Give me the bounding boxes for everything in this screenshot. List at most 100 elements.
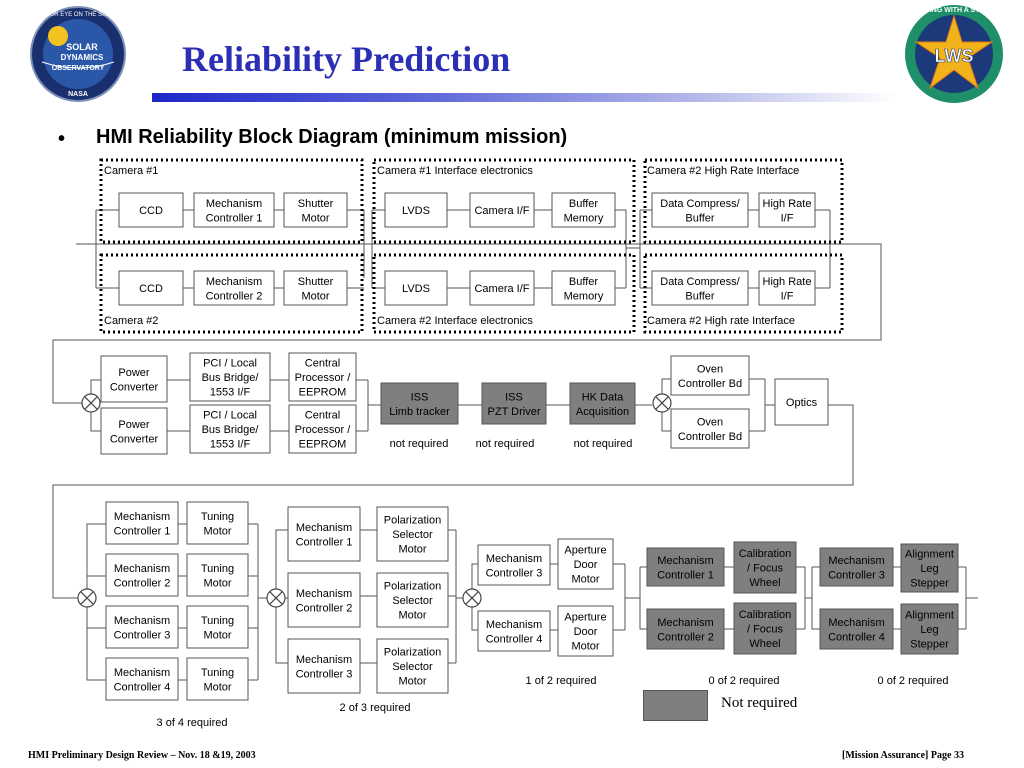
cal-mech-ctrl-text: Mechanism [657, 555, 713, 567]
page-title: Reliability Prediction [182, 39, 511, 79]
buffer-memory-row1-text: Buffer [569, 198, 598, 210]
align-mech-ctrl-text: Controller 3 [828, 569, 885, 581]
aperture-door-motor-frame [557, 605, 614, 657]
buffer-memory-row2-text: Memory [564, 290, 604, 302]
dotted-group-frame [643, 158, 844, 244]
pol-mech-ctrl-frame [287, 572, 361, 628]
grey-block-frame [569, 382, 636, 425]
central-processor-text: Central [305, 358, 340, 370]
power-converter-text: Converter [110, 381, 159, 393]
bullet-marker: • [58, 128, 66, 150]
oven-controller-frame [670, 408, 750, 449]
ccd-row1-text: CCD [139, 205, 163, 217]
aperture-door-motor-text: Aperture [564, 612, 606, 624]
camera-if-row2-text: Camera I/F [474, 283, 529, 295]
pol-mech-ctrl-text: Mechanism [296, 654, 352, 666]
central-processor-frame [288, 352, 357, 402]
note-tuning: 3 of 4 required [157, 717, 228, 729]
pci-bridge-text: Bus Bridge/ [202, 372, 260, 384]
align-leg-stepper-text: Stepper [910, 639, 949, 651]
redundancy-node-icon [652, 393, 672, 413]
cal-mech-ctrl-text: Mechanism [657, 617, 713, 629]
high-rate-if-row1-text: High Rate [763, 198, 812, 210]
cal-mech-ctrl-frame [646, 547, 725, 587]
redundancy-node-icon [462, 588, 482, 608]
pol-selector-motor-text: Polarization [384, 647, 441, 659]
tuning-mech-ctrl-frame [105, 657, 179, 701]
note-polarization: 2 of 3 required [340, 702, 411, 714]
align-mech-ctrl-frame [819, 608, 894, 650]
high-rate-if-row1-text: I/F [781, 212, 794, 224]
pol-selector-motor-text: Selector [392, 595, 433, 607]
tuning-mech-ctrl-frame [105, 553, 179, 597]
redundancy-node-icon [81, 393, 101, 413]
buffer-memory-row2-text: Buffer [569, 276, 598, 288]
group-label-cam2-interface: Camera #2 Interface electronics [377, 315, 533, 327]
oven-controller-text: Controller Bd [678, 431, 742, 443]
aperture-door-motor-text: Door [574, 559, 598, 571]
data-compress-row2-text: Data Compress/ [660, 276, 740, 288]
sdo-logo-bottom: NASA [68, 91, 88, 98]
grey-block-frame [481, 382, 547, 425]
tuning-motor-frame [186, 605, 249, 649]
mech-ctrl-row1-text: Mechanism [206, 198, 262, 210]
pci-bridge-text: 1553 I/F [210, 439, 251, 451]
mech-ctrl-row2-text: Controller 2 [206, 290, 263, 302]
buffer-memory-row1-text: Memory [564, 212, 604, 224]
data-compress-row1: Data Compress/Buffer [651, 192, 749, 228]
grey-block-text: PZT Driver [488, 406, 541, 418]
tuning-mech-ctrl-text: Controller 1 [114, 525, 171, 537]
tuning-motor-text: Tuning [201, 563, 234, 575]
grey-block-text: HK Data [582, 391, 624, 403]
pci-bridge-text: PCI / Local [203, 410, 257, 422]
connector-lines [52, 209, 978, 681]
lws-logo: LIVING WITH A STAR LWS [905, 5, 1003, 103]
cal-mech-ctrl-text: Controller 1 [657, 569, 714, 581]
pol-mech-ctrl-text: Mechanism [296, 588, 352, 600]
camera-if-row1-text: Camera I/F [474, 205, 529, 217]
align-leg-stepper-frame [900, 543, 959, 593]
high-rate-if-row1-frame [758, 192, 816, 228]
door-mech-ctrl-text: Controller 4 [486, 633, 543, 645]
cal-mech-ctrl-frame [646, 608, 725, 650]
data-compress-row1-text: Data Compress/ [660, 198, 740, 210]
note-alignment: 0 of 2 required [878, 675, 949, 687]
tuning-motor-text: Motor [203, 525, 231, 537]
ccd-row2-frame [118, 270, 184, 306]
lvds-row2-frame [384, 270, 448, 306]
power-converter-text: Power [118, 419, 150, 431]
optics-block: Optics [774, 378, 829, 426]
tuning-mech-ctrl-frame [105, 501, 179, 545]
cal-focus-wheel-text: / Focus [747, 563, 784, 575]
dotted-group-frame [99, 158, 364, 244]
ccd-row2-text: CCD [139, 283, 163, 295]
pol-mech-ctrl-frame [287, 638, 361, 694]
pci-bridge-text: 1553 I/F [210, 387, 251, 399]
lvds-row2-text: LVDS [402, 283, 430, 295]
pci-bridge-frame [189, 404, 271, 454]
tuning-mech-ctrl-text: Mechanism [114, 615, 170, 627]
align-leg-stepper-frame [900, 603, 959, 655]
pol-selector-motor-text: Polarization [384, 581, 441, 593]
lvds-row2: LVDS [384, 270, 448, 306]
legend-label: Not required [721, 695, 798, 711]
aperture-door-motor-text: Motor [571, 641, 599, 653]
